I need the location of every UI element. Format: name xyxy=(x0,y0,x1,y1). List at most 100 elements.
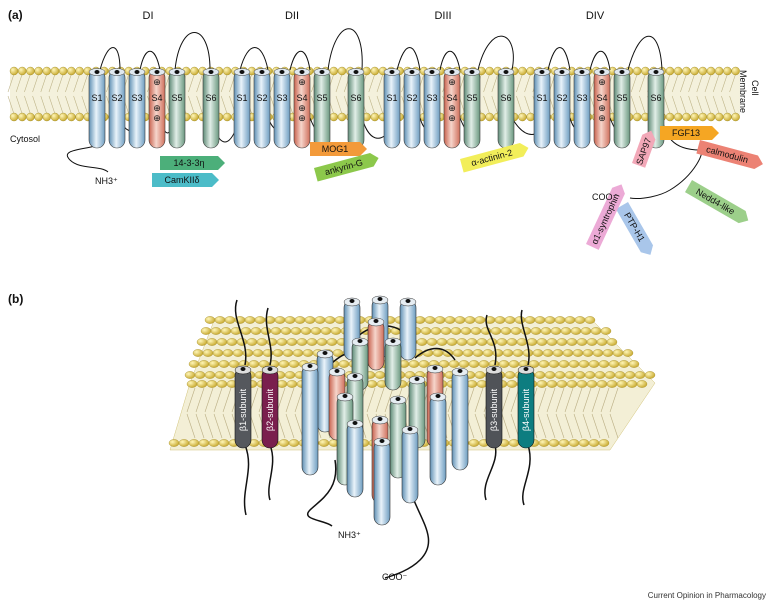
lipid-tail xyxy=(384,387,394,413)
helix-dot xyxy=(503,70,509,74)
segment-label: S3 xyxy=(576,93,587,103)
lipid-head xyxy=(596,338,608,346)
lipid-head xyxy=(550,327,562,335)
helix-dot xyxy=(389,70,395,74)
lipid-head xyxy=(330,327,342,335)
segment-label: S4 xyxy=(296,93,307,103)
lipid-head xyxy=(476,338,488,346)
cell-membrane-label-2: Membrane xyxy=(738,70,748,113)
lipid-tail xyxy=(474,387,484,413)
lipid-tail xyxy=(204,413,214,439)
helix-cylinder xyxy=(533,69,551,149)
lipid-head xyxy=(272,349,284,357)
tag-label: MOG1 xyxy=(322,144,349,154)
pore-helix-dot xyxy=(414,377,420,381)
helix-cylinder xyxy=(253,69,271,149)
lipid-head xyxy=(588,360,600,368)
lipid-head xyxy=(414,316,426,324)
lipid-head xyxy=(468,360,480,368)
segment-label: S4 xyxy=(151,93,162,103)
helix-dot xyxy=(599,70,605,74)
lipid-head xyxy=(246,338,258,346)
lipid-tail xyxy=(56,95,64,115)
lipid-head xyxy=(506,380,518,388)
lipid-head xyxy=(204,316,216,324)
tag-shape xyxy=(314,152,379,182)
lipid-head xyxy=(576,380,588,388)
lipid-tail xyxy=(188,95,195,115)
segment-label: S2 xyxy=(556,93,567,103)
lipid-head xyxy=(600,327,612,335)
lipid-head xyxy=(318,439,330,447)
lipid-head xyxy=(723,112,732,122)
lipid-head xyxy=(26,112,35,122)
lipid-tail xyxy=(222,413,232,439)
segment-label: S5 xyxy=(171,93,182,103)
tag-shape xyxy=(586,184,625,250)
lipid-tail xyxy=(249,413,259,439)
lipid-head xyxy=(616,380,628,388)
lipid-tail xyxy=(65,73,72,93)
lipid-tail xyxy=(196,73,203,93)
lipid-head xyxy=(306,338,318,346)
lipid-head xyxy=(212,349,224,357)
lipid-head xyxy=(420,327,432,335)
lipid-head xyxy=(731,112,740,122)
segment-label: S3 xyxy=(131,93,142,103)
lipid-head xyxy=(574,316,586,324)
segment-label: S3 xyxy=(426,93,437,103)
lipid-tail xyxy=(474,413,484,439)
c-terminus-label-a: COO⁻ xyxy=(592,192,618,202)
pore-helix xyxy=(384,339,402,391)
tag-shape xyxy=(685,180,749,224)
lipid-head xyxy=(26,66,35,76)
pore-helix-dot xyxy=(432,366,438,370)
lipid-head xyxy=(474,316,486,324)
pore-helix-dot xyxy=(373,319,379,323)
lipid-tail xyxy=(195,387,205,413)
pore-helix xyxy=(367,319,385,371)
lipid-head xyxy=(337,66,347,76)
lipid-head xyxy=(288,360,300,368)
lipid-head xyxy=(538,360,550,368)
lipid-tail xyxy=(48,73,56,93)
positive-charge: ⊕ xyxy=(153,77,161,87)
lipid-head xyxy=(622,349,634,357)
lipid-head xyxy=(698,66,707,76)
lipid-head xyxy=(42,66,51,76)
lipid-tail xyxy=(582,413,592,439)
lipid-head xyxy=(590,327,602,335)
lipid-head xyxy=(570,327,582,335)
helix-cylinder xyxy=(403,69,421,149)
lipid-head xyxy=(242,349,254,357)
lipid-head xyxy=(276,338,288,346)
lipid-head xyxy=(232,349,244,357)
beta-subunit-label: β4-subunit xyxy=(521,388,531,431)
lipid-tail xyxy=(335,73,343,93)
helix-cylinder xyxy=(347,69,365,149)
lipid-head xyxy=(278,439,290,447)
lipid-tail xyxy=(24,95,31,115)
lipid-tail xyxy=(188,73,195,93)
positive-charge: ⊕ xyxy=(298,103,306,113)
helix-cylinder xyxy=(88,69,106,149)
lipid-head xyxy=(196,338,208,346)
lipid-tail xyxy=(564,413,574,439)
lipid-head xyxy=(190,112,199,122)
lipid-head xyxy=(284,371,296,379)
tag-label: 14-3-3η xyxy=(173,158,204,168)
lipid-tail xyxy=(564,387,574,413)
lipid-tail xyxy=(516,73,523,93)
lipid-head xyxy=(252,349,264,357)
lipid-head xyxy=(534,371,546,379)
lipid-head xyxy=(67,112,76,122)
lipid-tail xyxy=(368,95,376,115)
tag-shape xyxy=(696,140,763,170)
lipid-head xyxy=(546,338,558,346)
lipid-tail xyxy=(204,387,214,413)
lipid-head xyxy=(574,371,586,379)
lipid-head xyxy=(731,66,740,76)
lipid-head xyxy=(59,66,68,76)
lipid-head xyxy=(698,112,707,122)
lipid-head xyxy=(462,349,474,357)
